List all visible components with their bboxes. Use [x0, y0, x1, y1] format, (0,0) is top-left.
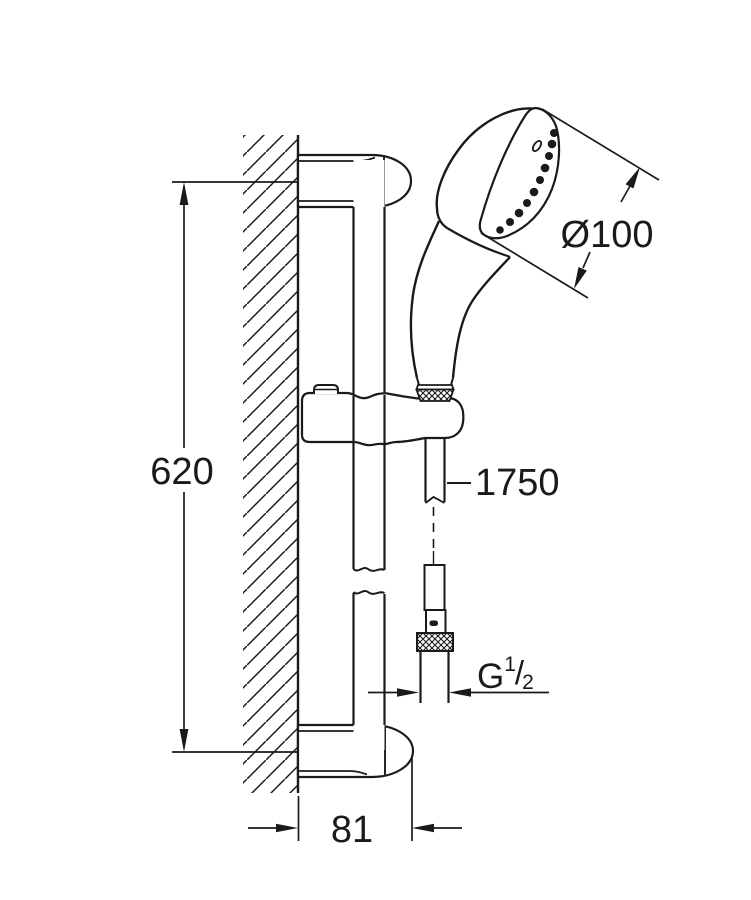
arrow-upper-head: [625, 167, 640, 189]
dimension-620-label: 620: [150, 451, 213, 493]
spray-nozzles: [496, 129, 558, 234]
connector-slot: [429, 620, 438, 626]
dimension-thread: [368, 688, 549, 697]
ext-line-lower: [480, 232, 589, 299]
bottom-bracket-detail-bottom: [298, 770, 368, 776]
hand-shower: [409, 106, 561, 386]
wall-hatching: [243, 135, 298, 793]
arrow-up: [179, 182, 189, 205]
dimension-wall-offset: [248, 758, 462, 841]
handle-nut-knurl: [415, 388, 455, 402]
rail-lower-fill: [353, 590, 385, 750]
head-back-outline: [435, 107, 538, 229]
handle-left-edge: [409, 220, 441, 379]
dimension-thread-label: G1/2: [477, 653, 534, 696]
dimension-head-diameter: [480, 108, 660, 299]
thread-arrow-right: [449, 688, 471, 697]
rail-upper-fill: [353, 160, 385, 571]
handle-right-edge: [451, 256, 511, 379]
arrow-lower-tail: [582, 251, 591, 269]
thread-arrow-left: [397, 688, 419, 697]
dimension-hose-length-label: 1750: [475, 462, 560, 504]
dimension-rail-height: [172, 181, 298, 753]
connector-knurled-nut: [416, 632, 454, 652]
rail-break-bottom: [352, 590, 385, 595]
thread-prefix: G: [477, 657, 504, 696]
connector-barrel: [423, 564, 446, 611]
dimension-diameter-label: Ø100: [561, 214, 654, 256]
thread-slash: /: [515, 654, 525, 691]
slider-holder: [300, 384, 465, 447]
thread-sup: 1: [504, 653, 516, 676]
shower-rail: [352, 160, 386, 750]
arrow-down: [179, 729, 189, 752]
arrow-right-head: [412, 823, 434, 833]
thread-sub: 2: [522, 671, 534, 694]
rail-break-top: [352, 567, 385, 572]
wall: [243, 135, 300, 793]
face-plate-detail-oval: [531, 139, 543, 153]
arrow-upper-tail: [620, 185, 631, 203]
shower-hose: [416, 438, 454, 703]
head-chin-line: [446, 227, 511, 259]
hose-break-notch: [424, 495, 445, 504]
arrow-left-head: [276, 823, 298, 833]
arrow-lower-head: [574, 267, 587, 289]
slider-body: [300, 391, 465, 447]
dimension-81-label: 81: [331, 809, 373, 851]
handle-bottom-taper: [416, 377, 454, 386]
